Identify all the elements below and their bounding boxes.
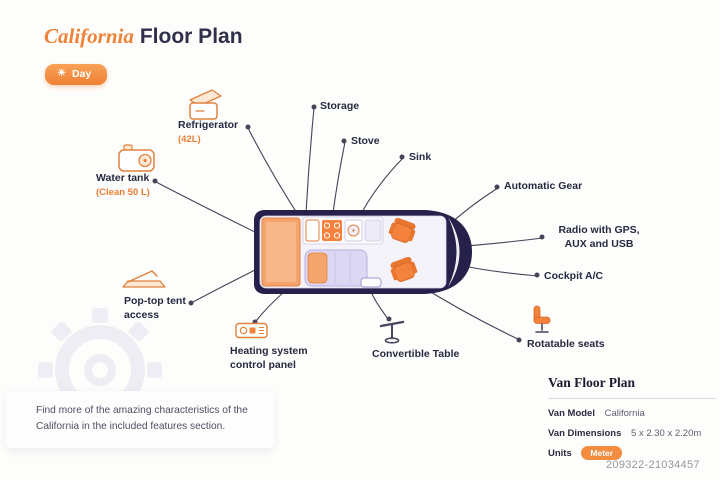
van-model-value: California [604,408,645,419]
van-seat-front-right [390,256,418,282]
water-tank-icon [118,144,155,172]
van-details-panel: Van Floor Plan Van Model California Van … [548,375,716,460]
callout-sink-label: Sink [409,151,432,163]
van-dimensions-value: 5 x 2.30 x 2.20m [631,428,702,439]
van-stove [322,220,342,241]
detail-row-van-dimensions: Van Dimensions 5 x 2.30 x 2.20m [548,428,716,439]
callout-heating-panel-label: Heating system control panel [230,345,308,371]
callout-cockpit-ac: Cockpit A/C [544,270,603,284]
callout-automatic-gear-label: Automatic Gear [504,180,583,192]
heating-panel-icon [235,322,268,339]
features-note: Find more of the amazing characteristics… [6,391,274,448]
callout-cockpit-ac-label: Cockpit A/C [544,270,604,282]
callout-radio-label: Radio with GPS, AUX and USB [558,224,640,250]
refrigerator-icon [189,89,222,120]
callout-water-tank: Water tank (Clean 50 L) [96,172,150,199]
van-storage-cabinet [364,219,382,242]
leader-line-storage [305,107,315,214]
callout-water-tank-label: Water tank [96,172,150,184]
van-floorplan [254,210,472,294]
callout-stove-label: Stove [351,135,380,147]
callout-refrigerator-label: Refrigerator [178,119,239,131]
day-mode-label: Day [71,68,92,80]
callout-sink: Sink [409,151,431,165]
day-mode-toggle[interactable]: ☀ Day [45,64,108,85]
callout-rotatable-seats: Rotatable seats [527,338,605,352]
detail-row-units: Units Meter [548,446,716,460]
callout-refrigerator-sub: (42L) [178,133,201,145]
image-id-watermark: 209322-21034457 [606,459,700,471]
callout-automatic-gear: Automatic Gear [504,180,582,194]
van-refrigerator [305,219,320,242]
details-divider [548,398,716,399]
callout-water-tank-sub: (Clean 50 L) [96,186,150,198]
title-rest: Floor Plan [139,25,243,48]
callout-radio: Radio with GPS, AUX and USB [549,224,649,251]
van-convertible-table [360,277,382,288]
callout-stove: Stove [351,135,380,149]
convertible-table-icon [379,320,405,344]
callout-refrigerator: Refrigerator (42L) [178,119,238,146]
rotatable-seat-icon [533,305,551,333]
van-model-label: Van Model [548,408,595,419]
callout-pop-top-label: Pop-top tent access [124,295,186,321]
features-note-text: Find more of the amazing characteristics… [36,405,248,433]
callout-storage: Storage [320,100,359,114]
van-kitchen [302,216,384,245]
callout-heating-panel: Heating system control panel [230,345,316,372]
units-badge: Meter [581,446,623,460]
title-highlight: California [44,24,134,48]
pop-top-icon [122,270,166,288]
units-label: Units [548,448,572,459]
detail-row-van-model: Van Model California [548,408,716,419]
sun-icon: ☀ [57,68,66,79]
leader-line-water-tank [155,181,264,237]
callout-pop-top: Pop-top tent access [124,295,188,322]
callout-convertible-table: Convertible Table [372,348,459,362]
van-bench [304,249,368,287]
van-dimensions-label: Van Dimensions [548,428,622,439]
callout-rotatable-seats-label: Rotatable seats [527,338,605,350]
callout-storage-label: Storage [320,100,360,112]
callout-convertible-table-label: Convertible Table [372,348,460,360]
details-heading: Van Floor Plan [548,375,636,390]
